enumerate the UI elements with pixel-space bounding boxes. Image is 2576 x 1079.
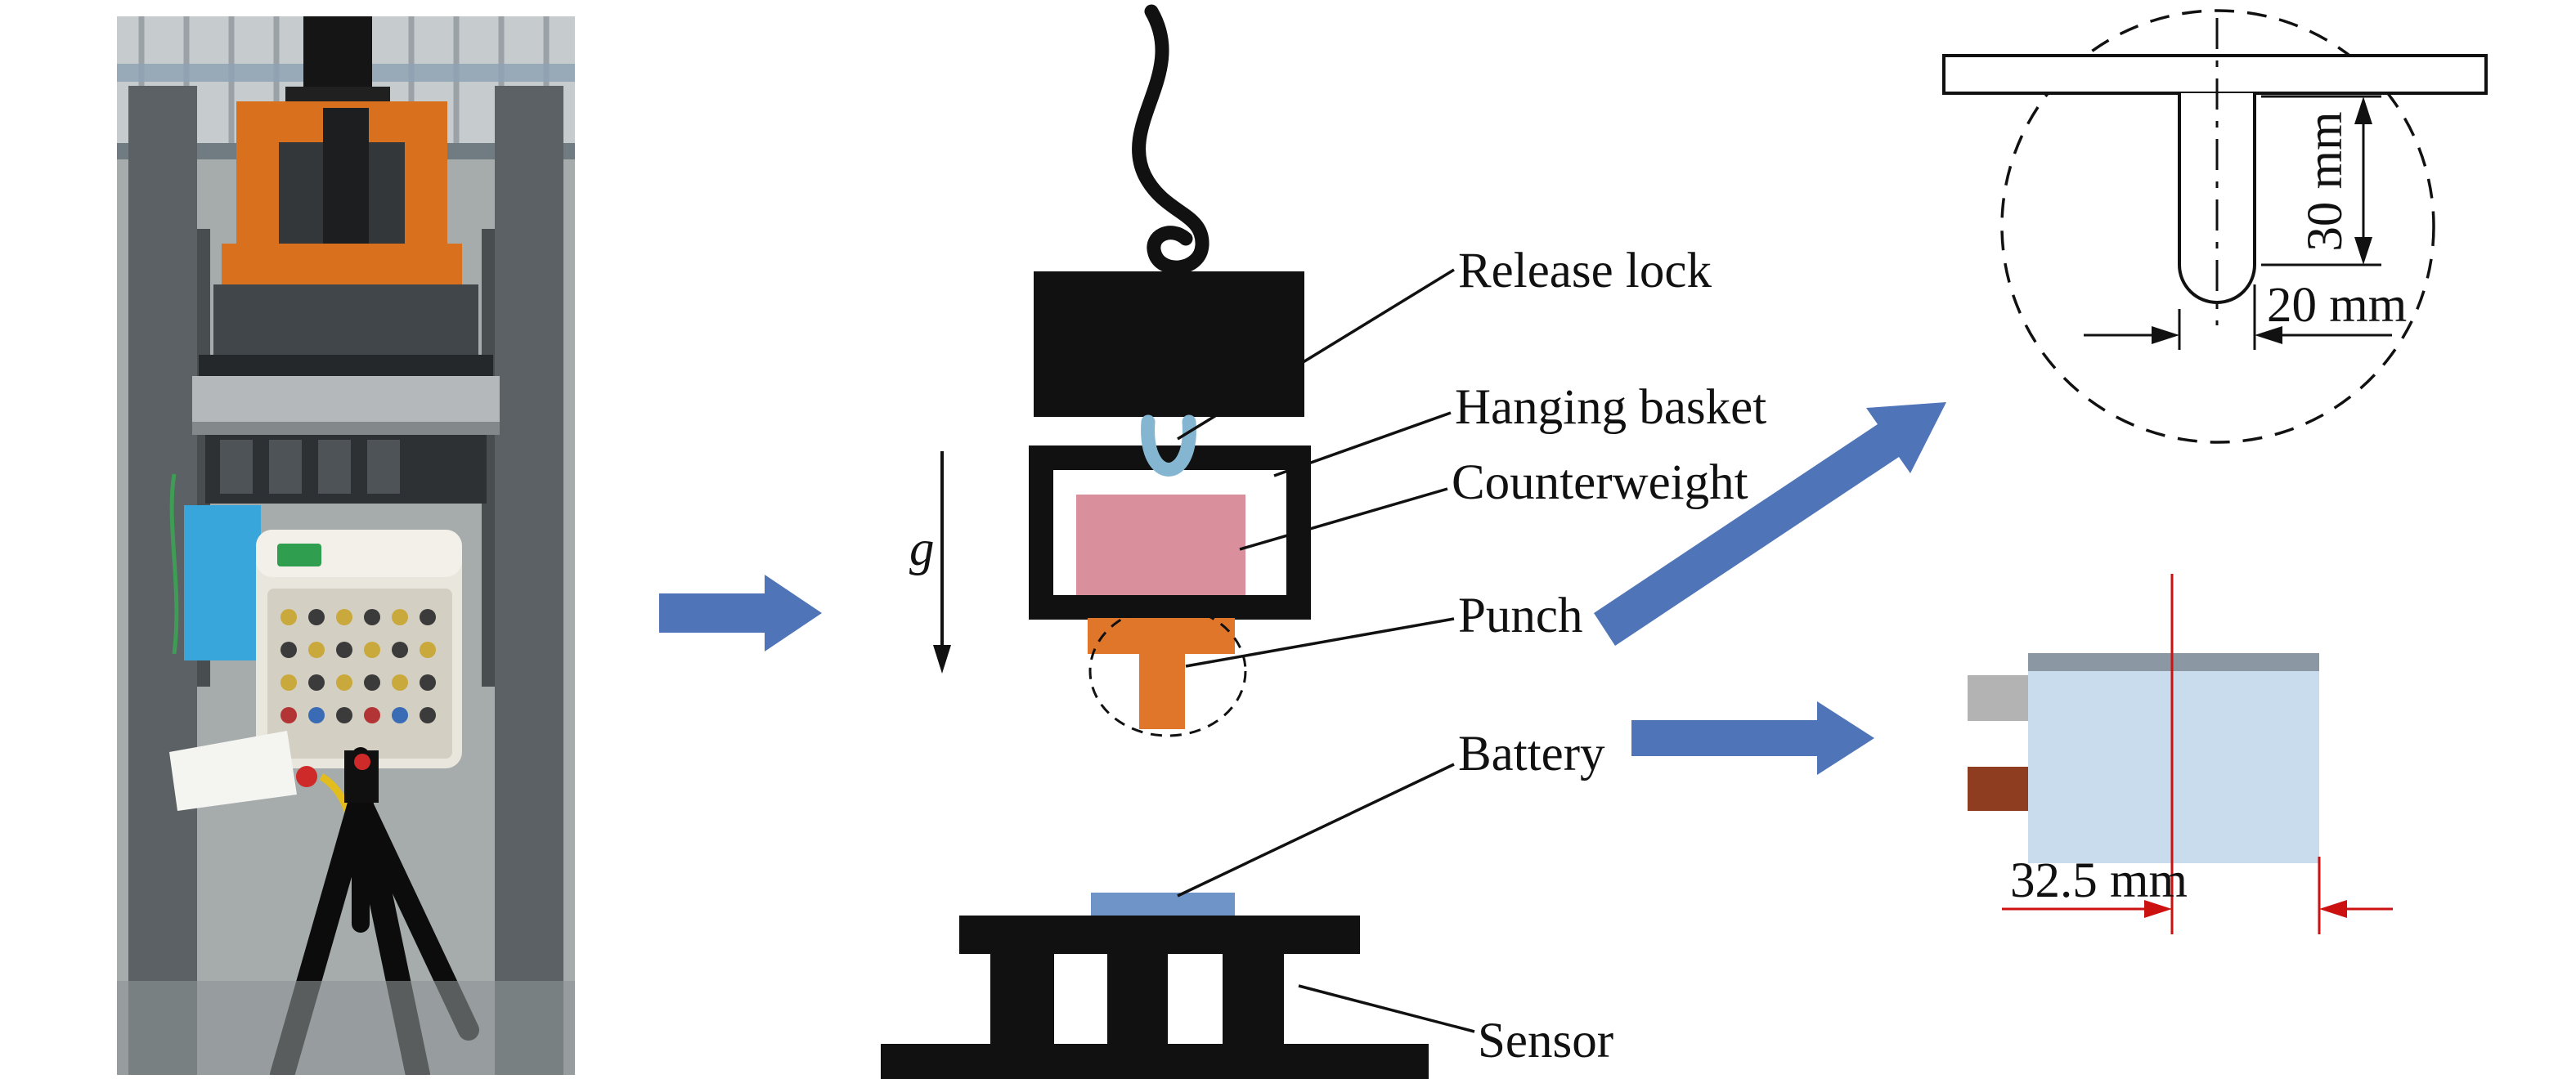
battery-dimension-lines	[2002, 574, 2393, 934]
label-battery: Battery	[1458, 727, 1605, 781]
punch-detail-view	[1942, 9, 2488, 444]
gravity-arrow	[933, 451, 951, 674]
punch-width-dimension-label: 20 mm	[2267, 278, 2408, 333]
right-steel-column	[495, 86, 563, 1075]
experiment-photo-drawing	[117, 16, 575, 1079]
depth-dimension	[2261, 95, 2381, 266]
battery-offset-dimension-label: 32.5 mm	[2010, 853, 2188, 908]
label-sensor: Sensor	[1478, 1014, 1614, 1068]
paper-sheet	[169, 731, 297, 811]
punch-depth-dimension-label: 30 mm	[2297, 111, 2353, 252]
label-release-lock: Release lock	[1458, 244, 1712, 298]
punch-callout-ellipse	[1088, 605, 1247, 737]
battery-shape	[1091, 893, 1235, 917]
detail-callout-circle	[2000, 9, 2435, 444]
label-counterweight: Counterweight	[1452, 455, 1748, 510]
rope	[1132, 4, 1209, 275]
punch-shape	[1088, 618, 1235, 729]
battery-top-strip	[2028, 653, 2319, 671]
drop-block	[1034, 271, 1304, 417]
flow-arrows	[659, 402, 1946, 775]
photo-to-schematic-arrow-icon	[659, 575, 822, 651]
leader-lines	[1177, 268, 1475, 1033]
sensor-shape	[881, 916, 1429, 1079]
press-platen	[192, 376, 500, 422]
punch-to-detail-arrow-icon	[1594, 402, 1946, 646]
plate-section	[1942, 54, 2488, 95]
experiment-photo	[117, 16, 575, 1079]
battery-body	[2028, 671, 2319, 863]
label-punch: Punch	[1458, 589, 1583, 643]
label-hanging-basket: Hanging basket	[1455, 380, 1767, 435]
blue-box	[184, 505, 261, 660]
battery-to-detail-arrow-icon	[1631, 701, 1874, 775]
release-lock-hook	[1141, 414, 1196, 477]
battery-tab-gray	[1968, 675, 2028, 721]
gravity-label: g	[909, 522, 935, 576]
battery-dimension-arrowheads	[2144, 900, 2347, 918]
battery-tab-brown	[1968, 767, 2028, 811]
battery-detail-view	[1968, 574, 2393, 934]
measurement-instrument	[256, 530, 462, 768]
press-cylinder	[303, 16, 372, 96]
width-dimension	[2084, 284, 2392, 350]
counterweight-block	[1076, 495, 1245, 595]
